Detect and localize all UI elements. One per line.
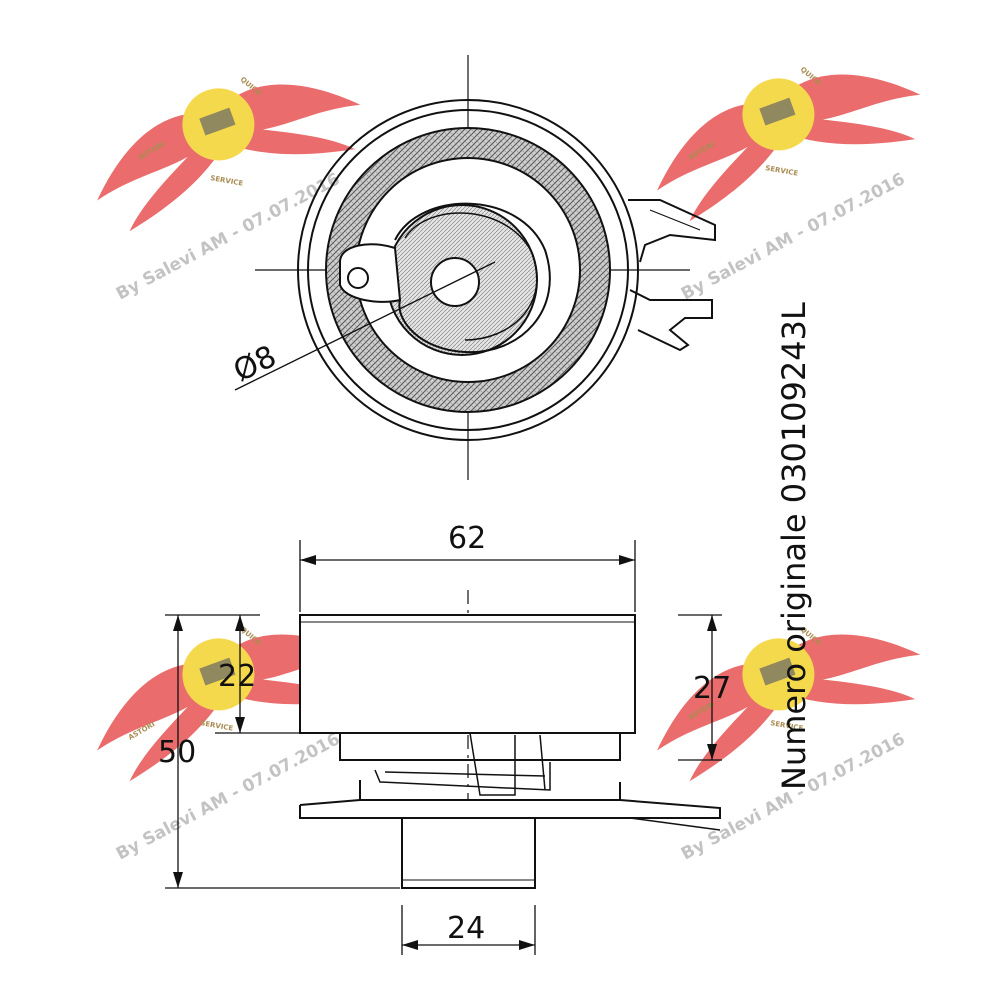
watermark-logo-bottom: SERVICE (200, 719, 234, 733)
watermark-logo-bottom: SERVICE (210, 174, 244, 188)
bore-diameter-label: Ø8 (228, 339, 282, 389)
pulley-body (299, 614, 636, 734)
watermark-top-right: By Salevi AM - 07.07.2016 QUICK ASTORI S… (634, 32, 934, 304)
part-number-label: Numero originale 030109243L (775, 302, 813, 790)
hub-step-upper (339, 733, 621, 761)
bore-diameter-leader (234, 261, 496, 391)
pulley-height-label: 22 (218, 659, 256, 694)
lever-hole (347, 267, 369, 289)
overall-width-label: 62 (448, 521, 486, 556)
tension-spring (374, 762, 551, 791)
mounting-bracket-upper (628, 199, 716, 263)
base-width-label: 24 (447, 911, 485, 946)
base-plate (299, 799, 721, 819)
hub-step-lower (359, 780, 621, 801)
top-view (234, 55, 716, 480)
total-height-label: 50 (158, 735, 196, 770)
right-height-label: 27 (693, 671, 731, 706)
pulley-rim-ring (307, 109, 629, 431)
watermark-logo-bottom: SERVICE (765, 164, 799, 178)
bottom-boss (401, 817, 536, 889)
pulley-outer-ring (297, 99, 639, 441)
dimension-lines (165, 540, 722, 955)
hub-inner-detail (469, 732, 546, 796)
eccentric-spiral (394, 202, 551, 354)
watermark-text: By Salevi AM - 07.07.2016 (113, 729, 343, 864)
side-view (299, 590, 721, 889)
mounting-bracket-lower (629, 289, 713, 352)
